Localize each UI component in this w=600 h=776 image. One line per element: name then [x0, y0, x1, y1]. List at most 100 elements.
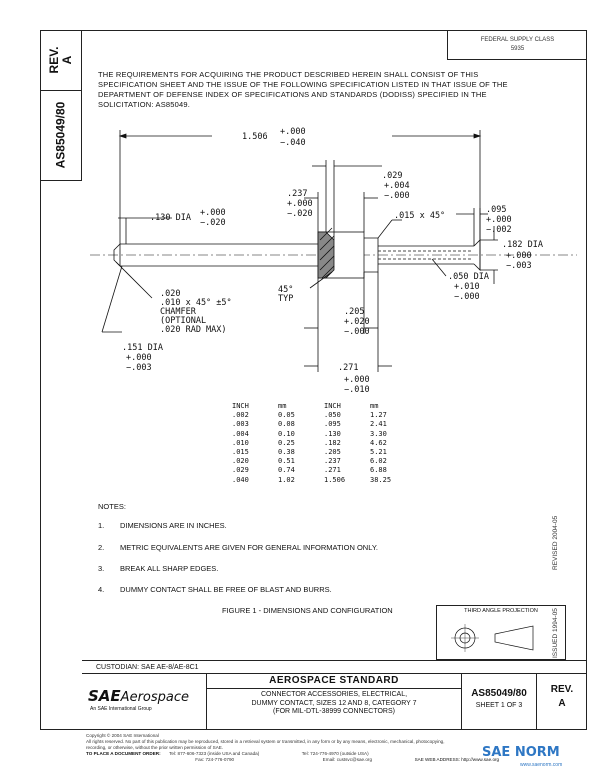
dim-029-nominal: .029 — [382, 171, 402, 181]
conversion-inch-value: .015 — [232, 448, 249, 457]
dim-130-minus: −.020 — [200, 218, 226, 228]
watermark-site: www.saenorm.com — [520, 762, 563, 768]
conversion-inch-value: .050 — [324, 411, 341, 420]
note-2: 2.METRIC EQUIVALENTS ARE GIVEN FOR GENER… — [98, 543, 378, 552]
contact-drawing: 1.506 +.000 −.040 .029 +.004 −.000 .237 … — [90, 127, 577, 395]
dim-130-plus: +.000 — [200, 208, 226, 218]
dim-130-nominal: .130 DIA — [150, 213, 191, 223]
watermark-brand: SAE NORM — [482, 745, 560, 760]
dim-271-nominal: .271 — [338, 363, 358, 373]
dim-chamfer-top: .015 x 45° — [394, 211, 445, 221]
title-rev-value: A — [558, 698, 566, 709]
conversion-inch-value: .205 — [324, 448, 341, 457]
conversion-inch-value: .182 — [324, 438, 341, 447]
footer-web-link[interactable]: SAE WEB ADDRESS: http://www.sae.org — [414, 757, 500, 762]
logo-sae-text: SAE — [88, 687, 121, 705]
conversion-row-left-2: .004 0.10 — [232, 430, 308, 439]
angle-45: 45° — [278, 285, 293, 295]
dim-overall-plus: +.000 — [280, 127, 306, 137]
conversion-inch-value: .271 — [324, 466, 341, 475]
chamfer-line4: (OPTIONAL — [160, 316, 206, 326]
footer-rights: All rights reserved. No part of this pub… — [86, 739, 445, 744]
document-title: CONNECTOR ACCESSORIES, ELECTRICAL, DUMMY… — [251, 691, 417, 715]
chamfer-line2: .010 x 45° ±5° — [160, 298, 232, 308]
dim-151-nominal: .151 DIA — [122, 343, 163, 353]
conversion-mm-value: 0.51 — [278, 457, 295, 466]
side-rev-label: REV. — [46, 46, 61, 74]
conversion-row-left-5: .020 0.51 — [232, 457, 308, 466]
dim-182-nominal: .182 DIA — [502, 240, 543, 250]
side-rev-box: REV. A — [40, 30, 82, 91]
footer-fax: Fax: 724-776-0790 — [195, 757, 235, 762]
footer-email: Email: custsvc@sae.org — [322, 757, 373, 762]
dim-029-minus: −.000 — [384, 191, 410, 201]
rev-section: REV. A — [537, 674, 587, 730]
side-doc-number-box: AS85049/80 — [40, 90, 82, 181]
drawing-frame — [40, 30, 587, 730]
chamfer-line1: .020 — [160, 289, 180, 299]
footer-rights2: recording, or otherwise, without the pri… — [86, 745, 224, 750]
dim-050-minus: −.000 — [454, 292, 480, 302]
conversion-mm-value: 4.62 — [370, 438, 387, 447]
conversion-inch-value: .010 — [232, 438, 249, 447]
footer-tel1: Tel: 877-606-7323 (inside USA and Canada… — [169, 751, 260, 756]
footer-tel2: Tel: 724-776-4970 (outside USA) — [301, 751, 369, 756]
dim-151-plus: +.000 — [126, 353, 152, 363]
sae-logo: SAEAerospace An SAE International Group — [82, 674, 207, 730]
dim-237-nominal: .237 — [287, 189, 307, 199]
conversion-inch-value: .040 — [232, 475, 249, 484]
dim-overall-minus: −.040 — [280, 138, 306, 148]
dim-271-plus: +.000 — [344, 375, 370, 385]
chamfer-line3: CHAMFER — [160, 307, 197, 317]
dim-151-minus: −.003 — [126, 363, 152, 373]
requirements-paragraph: THE REQUIREMENTS FOR ACQUIRING THE PRODU… — [98, 70, 508, 109]
projection-label: THIRD ANGLE PROJECTION — [464, 608, 538, 614]
conversion-mm-value: 0.25 — [278, 438, 295, 447]
conversion-mm-value: 0.74 — [278, 466, 295, 475]
dim-205-minus: −.000 — [344, 327, 370, 337]
conversion-inch-value: .237 — [324, 457, 341, 466]
chamfer-line5: .020 RAD MAX) — [160, 325, 227, 335]
dim-029-plus: +.004 — [384, 181, 410, 191]
fsc-line2: 5935 — [510, 46, 525, 52]
conversion-mm-value: 2.41 — [370, 420, 387, 429]
conversion-header-mm: mm — [278, 402, 287, 410]
dim-095-nominal: .095 — [486, 205, 506, 215]
dim-182-minus: −.003 — [506, 261, 532, 271]
angle-typ: TYP — [278, 294, 293, 304]
note-4: 4.DUMMY CONTACT SHALL BE FREE OF BLAST A… — [98, 585, 332, 594]
dim-050-plus: +.010 — [454, 282, 480, 292]
conversion-mm-value: 0.38 — [278, 448, 295, 457]
logo-aero-text: Aerospace — [120, 690, 189, 705]
title-rev-label: REV. — [550, 684, 574, 695]
side-doc-number: AS85049/80 — [53, 101, 67, 169]
conversion-header-inch: INCH — [324, 402, 341, 410]
dim-095-minus: −.002 — [486, 225, 512, 235]
conversion-mm-value: 3.30 — [370, 429, 387, 438]
footer-copyright: Copyright © 2004 SAE International — [86, 733, 159, 738]
footer-order-label: TO PLACE A DOCUMENT ORDER: — [86, 751, 161, 756]
conversion-row-left-3: .010 0.25 — [232, 439, 308, 448]
conversion-mm-value: 0.10 — [278, 429, 295, 438]
projection-symbol — [451, 624, 534, 652]
conversion-inch-value: .020 — [232, 457, 249, 466]
title-section: AEROSPACE STANDARD CONNECTOR ACCESSORIES… — [207, 674, 462, 730]
title-block: SAEAerospace An SAE International Group … — [82, 674, 587, 730]
conversion-inch-value: .004 — [232, 429, 249, 438]
dim-237-minus: −.020 — [287, 209, 313, 219]
dim-095-plus: +.000 — [486, 215, 512, 225]
conversion-inch-value: .130 — [324, 429, 341, 438]
title-doc-number: AS85049/80 — [471, 688, 527, 699]
dim-271-minus: −.010 — [344, 385, 370, 395]
